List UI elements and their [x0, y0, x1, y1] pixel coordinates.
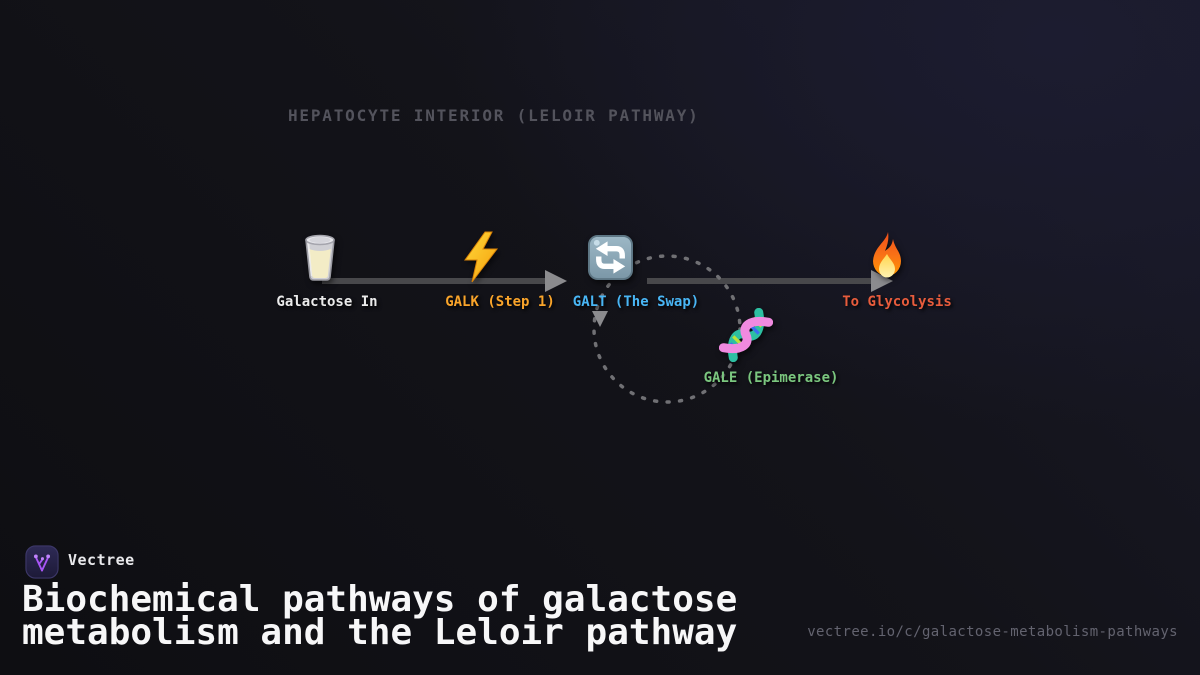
node-label-gale: GALE (Epimerase) — [703, 370, 839, 386]
node-label-galk: GALK (Step 1) — [445, 294, 555, 310]
card-title-line-2: metabolism and the Leloir pathway — [22, 612, 738, 653]
lightning-icon — [458, 231, 504, 287]
loop-arrow-icon — [592, 311, 608, 327]
node-label-galactose: Galactose In — [276, 294, 378, 310]
branch-icon — [35, 557, 49, 572]
card-title: Biochemical pathways of galactose metabo… — [22, 579, 738, 653]
swap-arrows-icon — [587, 234, 634, 285]
milk-glass-icon — [296, 232, 344, 286]
scene-title: HEPATOCYTE INTERIOR (LELOIR PATHWAY) — [288, 106, 700, 125]
node-label-galt: GALT (The Swap) — [572, 294, 700, 310]
flow-arrowhead-1-icon — [545, 270, 567, 292]
card-title-line-1: Biochemical pathways of galactose — [22, 579, 738, 620]
brand-name: Vectree — [68, 551, 135, 569]
card-url: vectree.io/c/galactose-metabolism-pathwa… — [807, 624, 1178, 640]
dna-icon — [718, 307, 774, 366]
node-label-glycolysis: To Glycolysis — [842, 294, 952, 310]
vectree-logo — [25, 545, 59, 579]
fire-icon — [863, 230, 911, 287]
